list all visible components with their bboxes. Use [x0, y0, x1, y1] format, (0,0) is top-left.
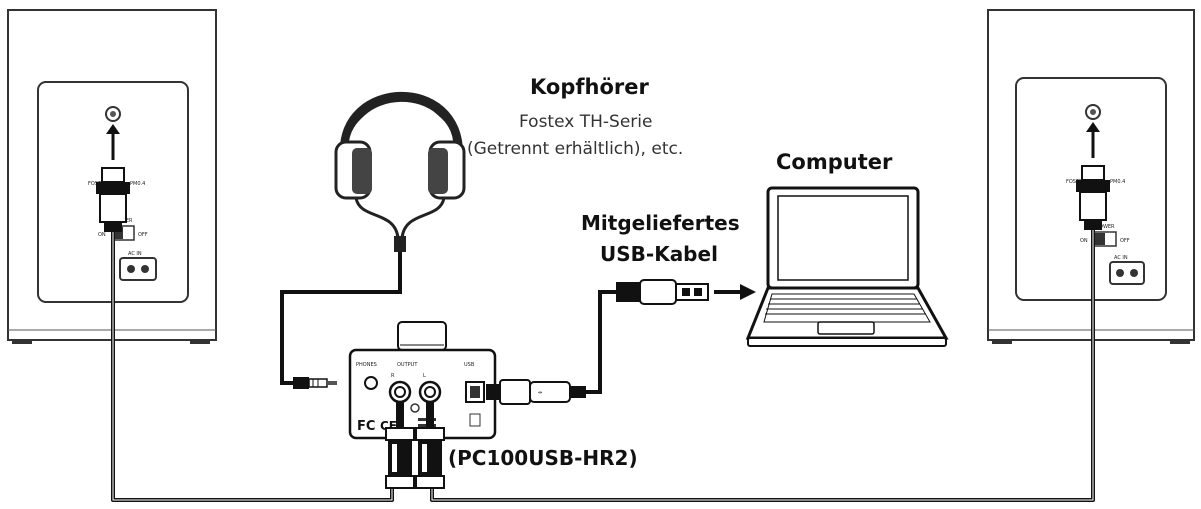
usb-cable-label-line1: Mitgeliefertes — [581, 211, 740, 235]
headphones-note: (Getrennt erhältlich), etc. — [467, 139, 684, 159]
rca-plugs-output — [385, 402, 445, 489]
svg-text:OFF: OFF — [138, 232, 148, 238]
svg-text:R: R — [391, 373, 395, 379]
headphones-icon — [334, 91, 466, 252]
fcc-mark: FC — [357, 419, 375, 434]
headphones-title: Kopfhörer — [530, 75, 649, 99]
svg-text:⇹: ⇹ — [538, 390, 542, 396]
pc100usb-device: PHONES OUTPUT USB R L FC CE — [348, 321, 497, 489]
device-phones-jack — [364, 376, 378, 390]
svg-text:ON: ON — [98, 232, 106, 238]
svg-text:OFF: OFF — [1120, 238, 1130, 244]
svg-text:PM0.4: PM0.4 — [1110, 179, 1125, 185]
usb-cable: ⇹ — [486, 279, 756, 405]
headphones-series: Fostex TH-Serie — [519, 112, 653, 132]
right-speaker: FOSTEX PM0.4 POWER ON OFF AC IN — [987, 9, 1195, 344]
right-speaker-ac-inlet — [1109, 261, 1145, 285]
device-usb-label: USB — [464, 362, 475, 368]
left-speaker-ac-inlet — [119, 257, 157, 281]
usb-cable-label-line2: USB-Kabel — [600, 242, 718, 266]
svg-text:POWER: POWER — [1096, 224, 1115, 230]
device-output-label: OUTPUT — [397, 362, 418, 368]
svg-text:AC IN: AC IN — [1114, 255, 1128, 261]
laptop-icon — [745, 186, 949, 347]
headphone-cable — [280, 252, 402, 385]
device-phones-label: PHONES — [356, 362, 377, 368]
computer-label: Computer — [776, 150, 893, 174]
svg-text:PM0.4: PM0.4 — [130, 181, 145, 187]
svg-text:L: L — [423, 373, 426, 379]
svg-text:ON: ON — [1080, 238, 1088, 244]
headphone-plug — [293, 377, 337, 389]
device-model-label: (PC100USB-HR2) — [448, 446, 638, 470]
svg-text:AC IN: AC IN — [128, 251, 142, 257]
speaker-cables-highlight — [112, 230, 1094, 501]
